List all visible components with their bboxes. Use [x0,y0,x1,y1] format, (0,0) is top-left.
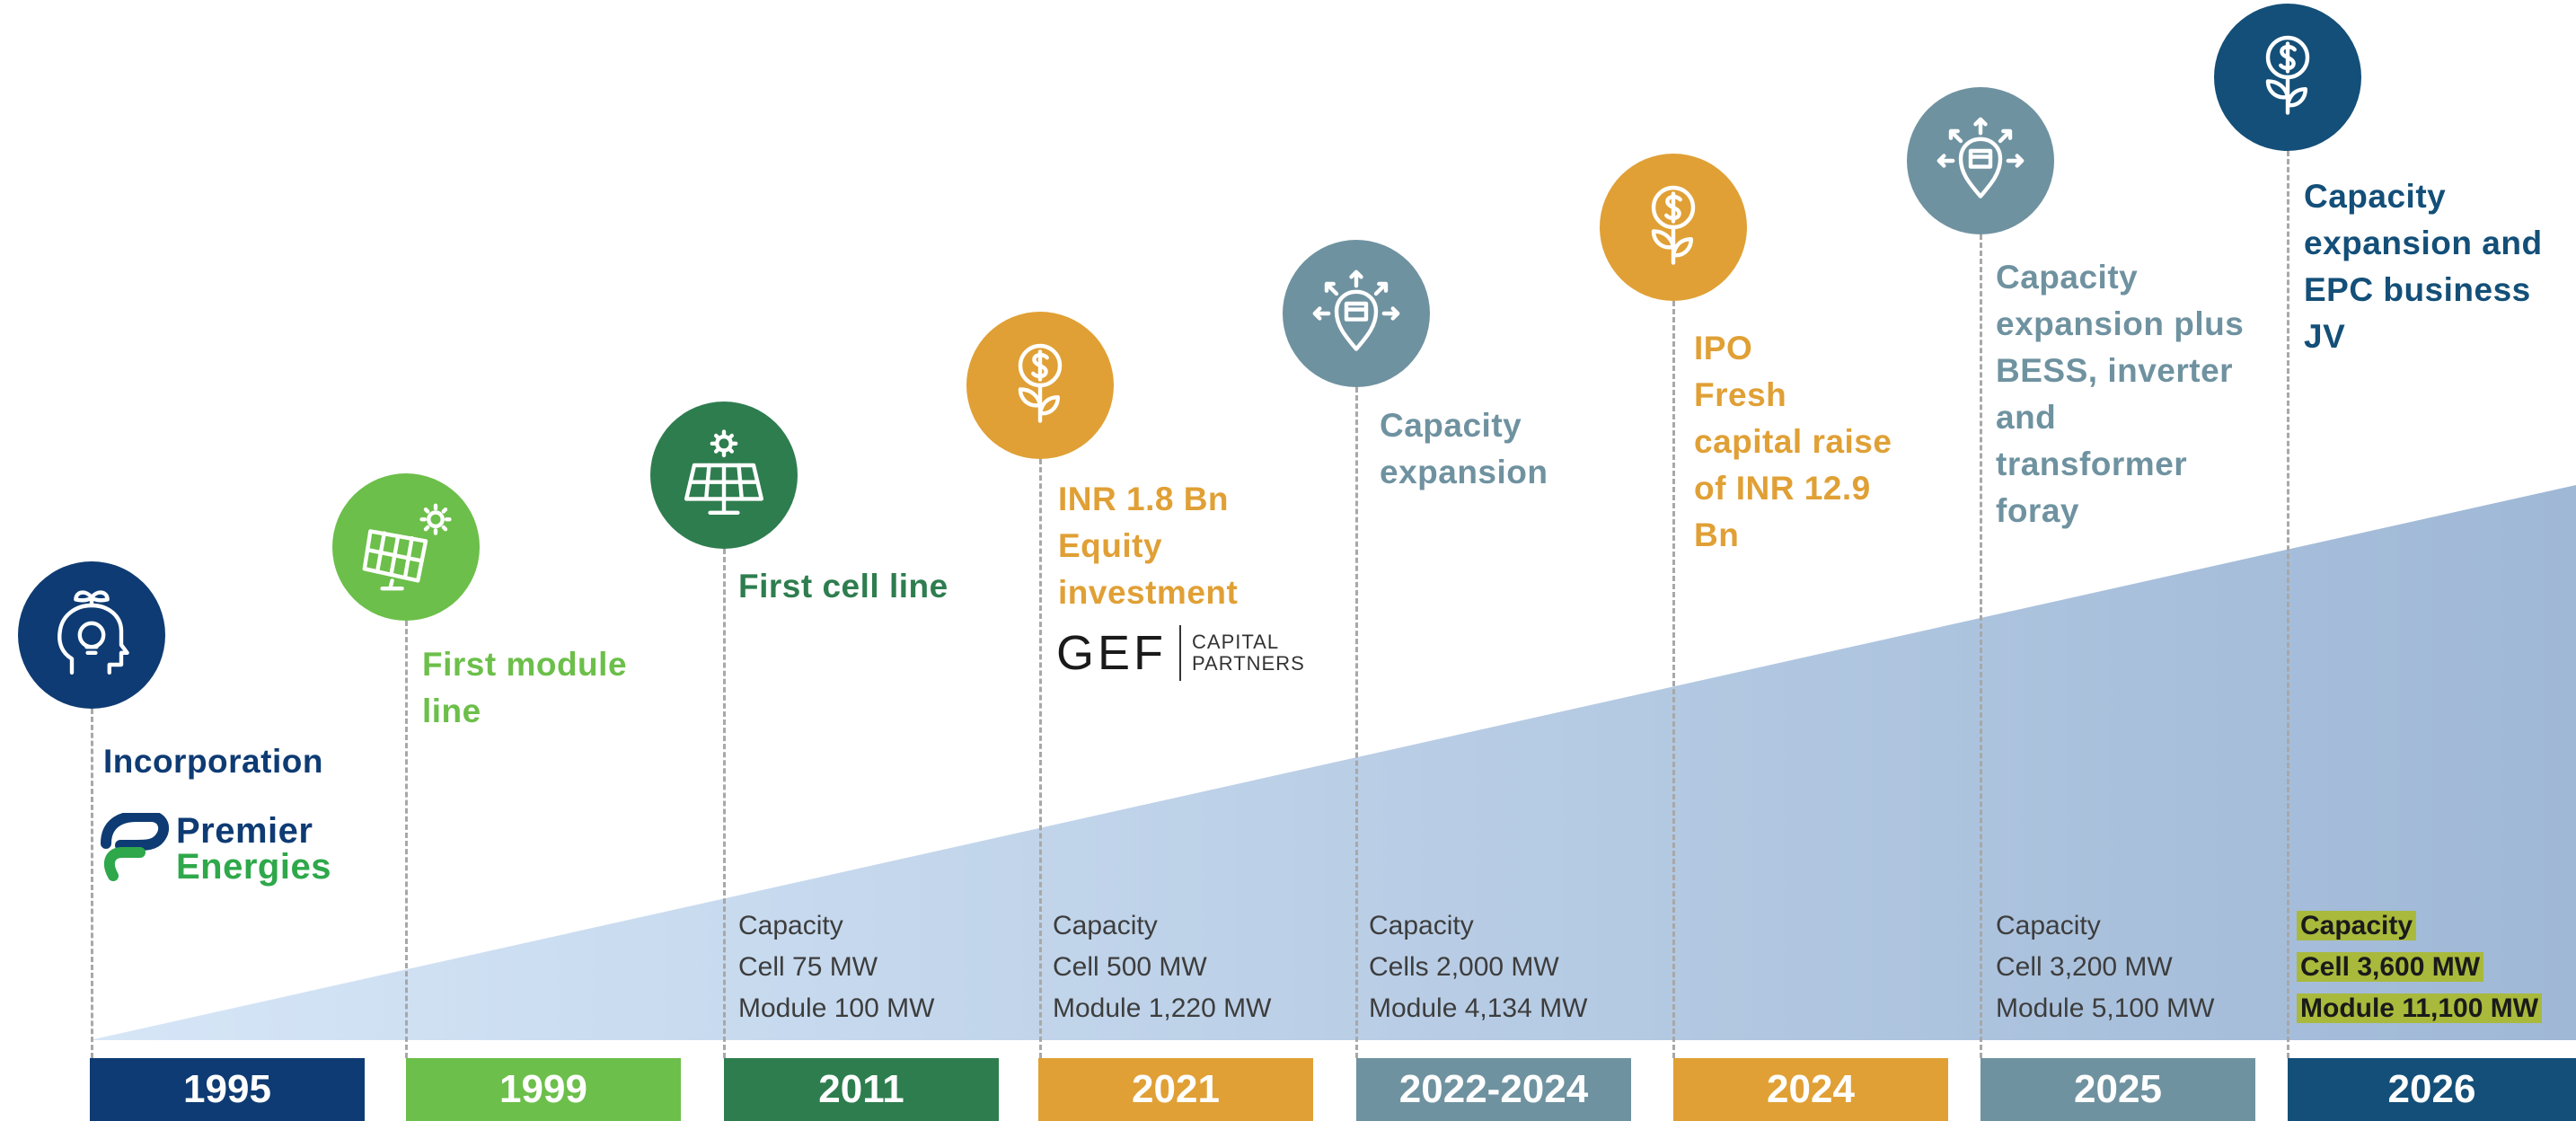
milestone-title-line: Equity [1058,527,1163,564]
milestone-icon-circle [1283,240,1430,387]
milestone-title-line: foray [1996,492,2079,529]
solar-panel-gear-icon [675,426,773,525]
milestone-title-line: JV [2304,318,2346,355]
premier-energies-logo: Premier Energies [101,811,331,886]
capacity-line: Capacity [738,911,843,940]
capacity-line: Module 1,220 MW [1053,993,1272,1023]
milestone-title-line: First cell line [738,568,948,605]
year-label-box: 2022-2024 [1356,1058,1631,1121]
capacity-line: Cell 500 MW [1053,952,1207,982]
milestone-title-line: Bn [1694,516,1740,553]
milestone-connector-line [723,549,726,1058]
milestone-icon-circle [966,312,1114,459]
milestone-title-line: capital raise [1694,423,1892,460]
milestone-title-line: investment [1058,574,1239,611]
money-plant-icon [1624,178,1723,277]
milestone-title-line: transformer [1996,446,2188,482]
milestone-title-line: Capacity [2304,178,2447,215]
capacity-line: Capacity [2297,905,2542,947]
milestone-icon-circle [332,473,480,621]
capacity-line: Module 100 MW [738,993,935,1023]
milestone-title-line: expansion and [2304,225,2543,261]
milestone-icon-circle [1907,87,2054,234]
capacity-line: Cell 75 MW [738,952,878,982]
capacity-line: Module 5,100 MW [1996,993,2215,1023]
capacity-line: Module 4,134 MW [1369,993,1588,1023]
milestone-title: First cell line [738,563,948,610]
gef-logo-divider [1179,625,1182,681]
milestone-title-line: expansion [1380,454,1548,490]
year-label-box: 2021 [1038,1058,1313,1121]
gef-logo-line1: CAPITAL [1192,631,1280,653]
premier-logo-mark [101,811,170,881]
year-label-box: 2011 [724,1058,999,1121]
capacity-line: Capacity [1369,911,1474,940]
milestone-title-line: of INR 12.9 [1694,470,1871,507]
factory-expansion-icon [1307,264,1406,363]
year-label-box: 1999 [406,1058,681,1121]
premier-logo-line1: Premier [176,811,313,851]
milestone-title-line: Capacity [1380,407,1522,444]
capacity-line: Capacity [1053,911,1158,940]
milestone-title-line: Incorporation [103,743,323,780]
capacity-line: Cell 3,200 MW [1996,952,2173,982]
year-label-box: 1995 [90,1058,365,1121]
year-label-box: 2024 [1673,1058,1948,1121]
milestone-connector-line [405,621,408,1058]
milestone-title-line: INR 1.8 Bn [1058,481,1230,517]
milestone-title-line: and [1996,399,2057,436]
gef-logo-line2: PARTNERS [1192,652,1305,675]
capacity-highlight-text: Capacity [2297,911,2417,940]
milestone-title-line: BESS, inverter [1996,352,2234,389]
milestone-title-line: First module [422,646,628,683]
gef-capital-logo: GEF CAPITAL PARTNERS [1056,625,1305,681]
year-label-box: 2025 [1981,1058,2255,1121]
milestone-icon-circle [18,561,165,709]
milestone-connector-line [1039,459,1042,1058]
capacity-line: Cell 3,600 MW [2297,947,2542,988]
capacity-line: Capacity [1996,911,2101,940]
milestone-title: INR 1.8 Bn Equity investment [1058,476,1238,616]
milestone-title-line: Capacity [1996,259,2139,296]
milestone-icon-circle [2214,4,2361,151]
milestone-connector-line [1355,387,1358,1058]
milestone-icon-circle [650,402,798,549]
milestone-title-line: line [422,693,481,729]
money-plant-icon [2238,28,2337,127]
milestone-connector-line [1980,234,1982,1058]
milestone-title: Incorporation [103,738,323,785]
head-lightbulb-icon [42,586,141,684]
capacity-highlight-text: Module 11,100 MW [2297,993,2543,1023]
factory-expansion-icon [1931,111,2030,210]
premier-logo-line2: Energies [176,847,331,887]
milestone-title-line: Fresh [1694,376,1787,413]
milestone-connector-line [91,709,93,1058]
milestone-icon-circle [1600,154,1747,301]
milestone-title: Capacity expansion [1380,402,1548,496]
year-label-box: 2026 [2288,1058,2576,1121]
milestone-title-line: IPO [1694,330,1753,366]
milestone-title-line: expansion plus [1996,305,2245,342]
capacity-highlight-text: Cell 3,600 MW [2297,952,2484,982]
capacity-line: Module 11,100 MW [2297,988,2543,1029]
money-plant-icon [991,336,1090,435]
milestone-title-line: EPC business [2304,271,2531,308]
gef-logo-mark: GEF [1056,626,1168,680]
milestone-title: First module line [422,641,627,735]
milestone-connector-line [2287,151,2289,1058]
milestone-connector-line [1672,301,1675,1058]
capacity-line: Cells 2,000 MW [1369,952,1559,982]
solar-panel-sun-icon [357,498,455,596]
